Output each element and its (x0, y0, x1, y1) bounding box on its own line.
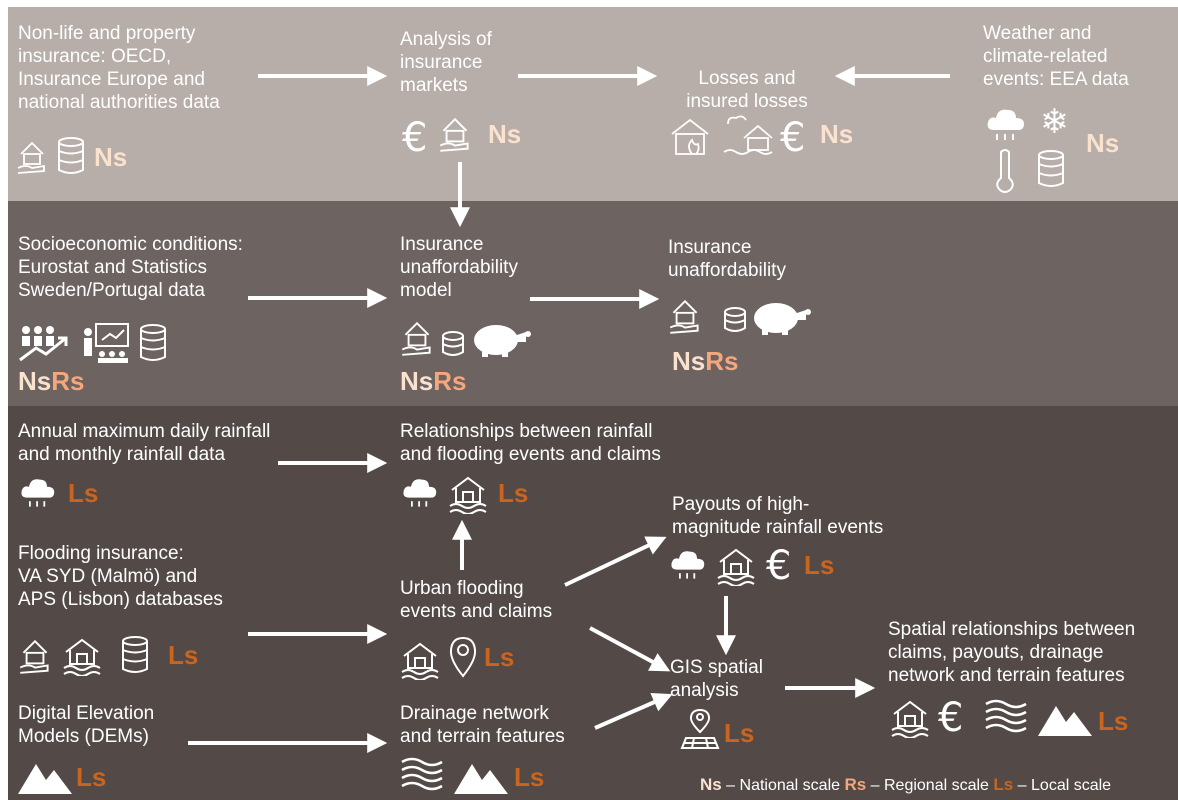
piggy-bank-icon (754, 303, 811, 335)
house-fire-icon (671, 118, 709, 155)
node-spatial-relationships: Spatial relationships between claims, pa… (888, 619, 1136, 686)
node-unaffordability-model: Insurance unaffordability model (400, 234, 518, 301)
database-icon (1038, 150, 1064, 187)
arrow-urban-to-payouts (564, 536, 667, 587)
legend-ls: Ls (993, 775, 1014, 794)
scale-tag-ns-rs: NsRs (18, 366, 85, 396)
snowflake-icon: ❄ (1040, 102, 1069, 142)
arrow-drainage-to-gis (594, 692, 673, 730)
node-flooding-insurance: Flooding insurance: VA SYD (Malmö) and A… (18, 543, 223, 610)
node-drainage: Drainage network and terrain features (400, 703, 565, 747)
scale-tag-ls: Ls (804, 550, 835, 580)
node-unaffordability: Insurance unaffordability (668, 237, 786, 281)
node-rainfall-relationships: Relationships between rainfall and flood… (400, 421, 661, 465)
rain-cloud-icon (403, 479, 437, 507)
scale-tag-ls: Ls (168, 640, 199, 670)
house-in-hand-icon (439, 117, 469, 152)
node-urban-flooding: Urban flooding events and claims (400, 578, 553, 622)
rain-cloud-icon (21, 479, 55, 507)
thermometer-icon (996, 149, 1014, 193)
flooded-house-icon (401, 642, 439, 680)
legend-rs: Rs (844, 775, 867, 794)
people-growth-icon (19, 326, 68, 362)
house-in-hand-icon (401, 321, 431, 356)
scale-tag-ls: Ls (514, 762, 545, 792)
scale-tag-ls: Ls (1098, 706, 1129, 736)
node-insurance-data: Non-life and property insurance: OECD, I… (18, 23, 220, 113)
arrow-urban-to-gis (589, 626, 671, 672)
node-analysis-markets: Analysis of insurance markets (400, 29, 492, 96)
scale-tag-ns: Ns (820, 119, 854, 149)
location-pin-icon (449, 636, 477, 678)
scale-tag-ns-rs: NsRs (400, 366, 467, 396)
piggy-bank-icon (474, 325, 531, 357)
node-socioeconomic: Socioeconomic conditions: Eurostat and S… (18, 234, 243, 301)
euro-icon: € (938, 695, 964, 741)
mountains-icon (1038, 706, 1092, 736)
flooded-house-icon (717, 548, 755, 586)
node-losses: Losses and insured losses (686, 68, 808, 112)
scale-tag-ns-rs: NsRs (672, 346, 739, 376)
database-icon (58, 137, 84, 174)
euro-icon: € (780, 115, 806, 161)
mountains-icon (18, 764, 72, 794)
legend-ns: Ns (700, 775, 722, 794)
database-icon (140, 324, 166, 361)
node-weather-events: Weather and climate-related events: EEA … (983, 23, 1129, 90)
scale-tag-ls: Ls (724, 718, 755, 748)
drainage-waves-icon (401, 757, 443, 791)
scale-tag-ls: Ls (484, 642, 515, 672)
euro-icon: € (766, 543, 792, 589)
gis-map-pin-icon (680, 708, 720, 749)
presentation-icon (84, 323, 129, 363)
band-national (8, 7, 1178, 201)
band-regional (8, 201, 1178, 406)
scale-tag-ls: Ls (76, 762, 107, 792)
house-in-hand-icon (669, 299, 699, 334)
house-in-hand-icon (17, 141, 45, 174)
legend-ls-text: – Local scale (1013, 777, 1112, 794)
band-local (8, 406, 1178, 800)
house-in-hand-icon (19, 639, 49, 674)
drainage-waves-icon (985, 699, 1027, 733)
coins-icon (442, 331, 464, 356)
legend-rs-text: – Regional scale (866, 777, 994, 794)
node-dem: Digital Elevation Models (DEMs) (18, 703, 155, 747)
storm-house-icon (723, 115, 773, 155)
flooded-house-icon (63, 638, 101, 676)
node-gis: GIS spatial analysis (670, 657, 763, 701)
scale-tag-ns: Ns (94, 142, 128, 172)
database-icon (122, 636, 148, 673)
rain-cloud-icon (671, 551, 705, 579)
scale-tag-ns: Ns (1086, 128, 1120, 158)
scale-tag-ns: Ns (488, 119, 522, 149)
scale-tag-ls: Ls (498, 478, 529, 508)
legend-ns-text: – National scale (721, 777, 845, 794)
scale-legend: Ns – National scale Rs – Regional scale … (700, 775, 1178, 795)
flooded-house-icon (891, 700, 929, 738)
node-payouts: Payouts of high- magnitude rainfall even… (672, 494, 884, 538)
scale-tag-ls: Ls (68, 478, 99, 508)
node-rainfall-data: Annual maximum daily rainfall and monthl… (18, 421, 271, 465)
mountains-icon (454, 764, 508, 794)
coins-icon (724, 307, 746, 332)
rain-cloud-icon (987, 109, 1024, 140)
euro-icon: € (402, 115, 428, 161)
flooded-house-icon (449, 476, 487, 514)
